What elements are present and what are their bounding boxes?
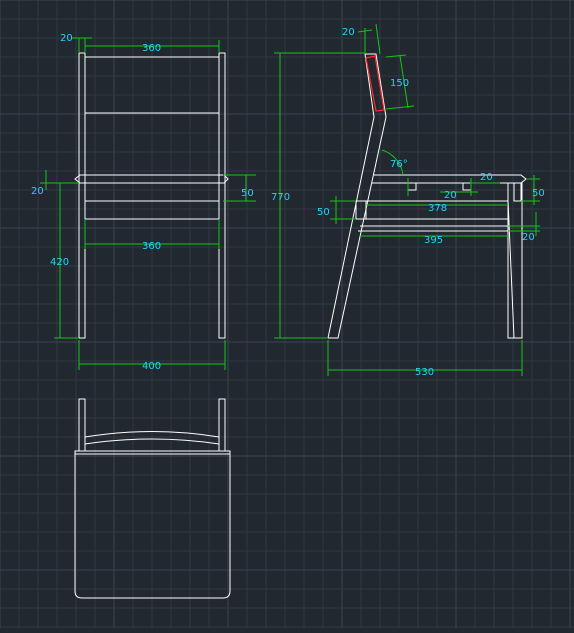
side-dim-angle: 76° <box>390 159 408 170</box>
front-dim-seat-left-gap: 20 <box>31 186 44 197</box>
front-dimension-texts: 20 360 50 20 360 420 400 <box>31 33 254 372</box>
side-dim-overall-height: 770 <box>271 192 290 203</box>
side-dim-block-b: 20 <box>444 190 457 201</box>
front-left-leg <box>78 52 86 339</box>
side-seat-block-a <box>407 182 417 191</box>
top-right-post <box>218 398 226 452</box>
front-dim-rail-width: 360 <box>142 241 161 252</box>
side-seat-block-c <box>513 182 522 202</box>
front-dim-seat-height: 420 <box>50 257 69 268</box>
side-dim-backrest-length: 150 <box>390 78 409 89</box>
top-backrest-curve-inner <box>84 438 220 445</box>
side-front-leg <box>507 182 523 339</box>
top-view <box>74 398 231 599</box>
top-seat-outline <box>74 450 231 599</box>
front-dim-overall-width: 400 <box>142 361 161 372</box>
side-dimensions <box>274 23 540 376</box>
side-side-rail-upper <box>355 200 509 220</box>
top-left-post <box>78 398 86 452</box>
side-dim-seat-thickness: 50 <box>532 188 545 199</box>
side-front-leg-inner <box>507 199 515 339</box>
backrest-highlight <box>365 55 385 112</box>
side-view <box>327 53 527 339</box>
side-dim-rail-depth-left: 50 <box>317 207 330 218</box>
front-right-leg <box>218 52 226 339</box>
top-backrest-curve-outer <box>84 431 220 438</box>
front-dim-top-width: 360 <box>142 43 161 54</box>
side-dim-overall-depth: 530 <box>415 367 434 378</box>
side-dim-rail-length-upper: 378 <box>428 203 447 214</box>
side-seat-board <box>372 174 527 184</box>
side-dim-top-gap: 20 <box>342 27 355 38</box>
side-seat-block-b <box>462 182 472 191</box>
front-dim-top-gap: 20 <box>60 33 73 44</box>
side-dim-block-a: 20 <box>480 172 493 183</box>
side-back-leg <box>327 53 387 339</box>
side-dim-rail-gap-right: 20 <box>522 232 535 243</box>
side-dimension-texts: 20 150 770 76° 20 20 50 50 378 395 20 53… <box>271 27 545 378</box>
side-dim-rail-length-lower: 395 <box>424 235 443 246</box>
front-view <box>74 52 229 339</box>
front-dim-seat-thickness: 50 <box>241 188 254 199</box>
front-dimensions <box>40 37 256 370</box>
